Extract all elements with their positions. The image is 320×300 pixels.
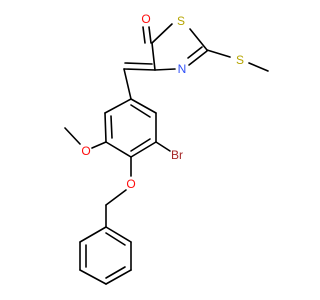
bond-ch-ring <box>123 68 132 100</box>
bond-c2-s-methyl <box>206 49 231 58</box>
bond-ring-4 <box>130 141 157 158</box>
bond-c5-o-double-b <box>148 26 152 44</box>
bond-s-ch3 <box>248 62 269 72</box>
bond-o-ch3 <box>64 127 81 145</box>
bond-ph-6 <box>105 226 132 243</box>
atom-br: Br <box>171 148 183 162</box>
bond-ph-inner-2 <box>105 266 126 279</box>
bond-ph-4 <box>105 269 132 285</box>
atom-o-carbonyl: O <box>141 12 150 26</box>
bond-ring-3 <box>105 141 132 158</box>
bond-c2-n3 <box>188 50 208 66</box>
bond-ring-inner-3 <box>130 104 151 118</box>
bond-ring-br <box>155 141 171 152</box>
bond-c4-ch-double <box>124 62 153 65</box>
atom-n-ring: N <box>178 62 187 76</box>
atom-s-ring: S <box>177 14 185 28</box>
bond-ring-inner-2 <box>130 138 151 152</box>
molecule-structure-diagram: O S S N O Br O <box>64 12 269 285</box>
atom-labels: O S S N O Br O <box>81 12 244 191</box>
bond-ph-inner-3 <box>105 232 126 246</box>
bond-c2-n3-double <box>187 46 203 59</box>
bond-ph-1 <box>79 226 107 243</box>
bond-c4-c5 <box>151 42 156 71</box>
bond-c5-o-double-a <box>142 26 146 44</box>
bond-ph-3 <box>79 269 107 285</box>
bond-o-ch2 <box>105 189 127 206</box>
bond-ring-6 <box>130 98 157 114</box>
bond-ring-1 <box>104 98 132 114</box>
bond-c4-ch <box>123 68 156 71</box>
bond-c5-s1 <box>151 23 173 44</box>
bond-n3-c4 <box>154 68 176 71</box>
bond-ring-inner-1 <box>110 115 113 139</box>
bond-ring-2 <box>104 112 107 143</box>
atom-o-methoxy: O <box>81 144 90 158</box>
atom-s-methyl: S <box>236 53 244 67</box>
bond-ring-o-methoxy <box>91 141 107 149</box>
bond-s1-c2 <box>189 28 208 51</box>
bonds <box>64 23 269 285</box>
atom-o-benzyloxy: O <box>126 177 135 191</box>
